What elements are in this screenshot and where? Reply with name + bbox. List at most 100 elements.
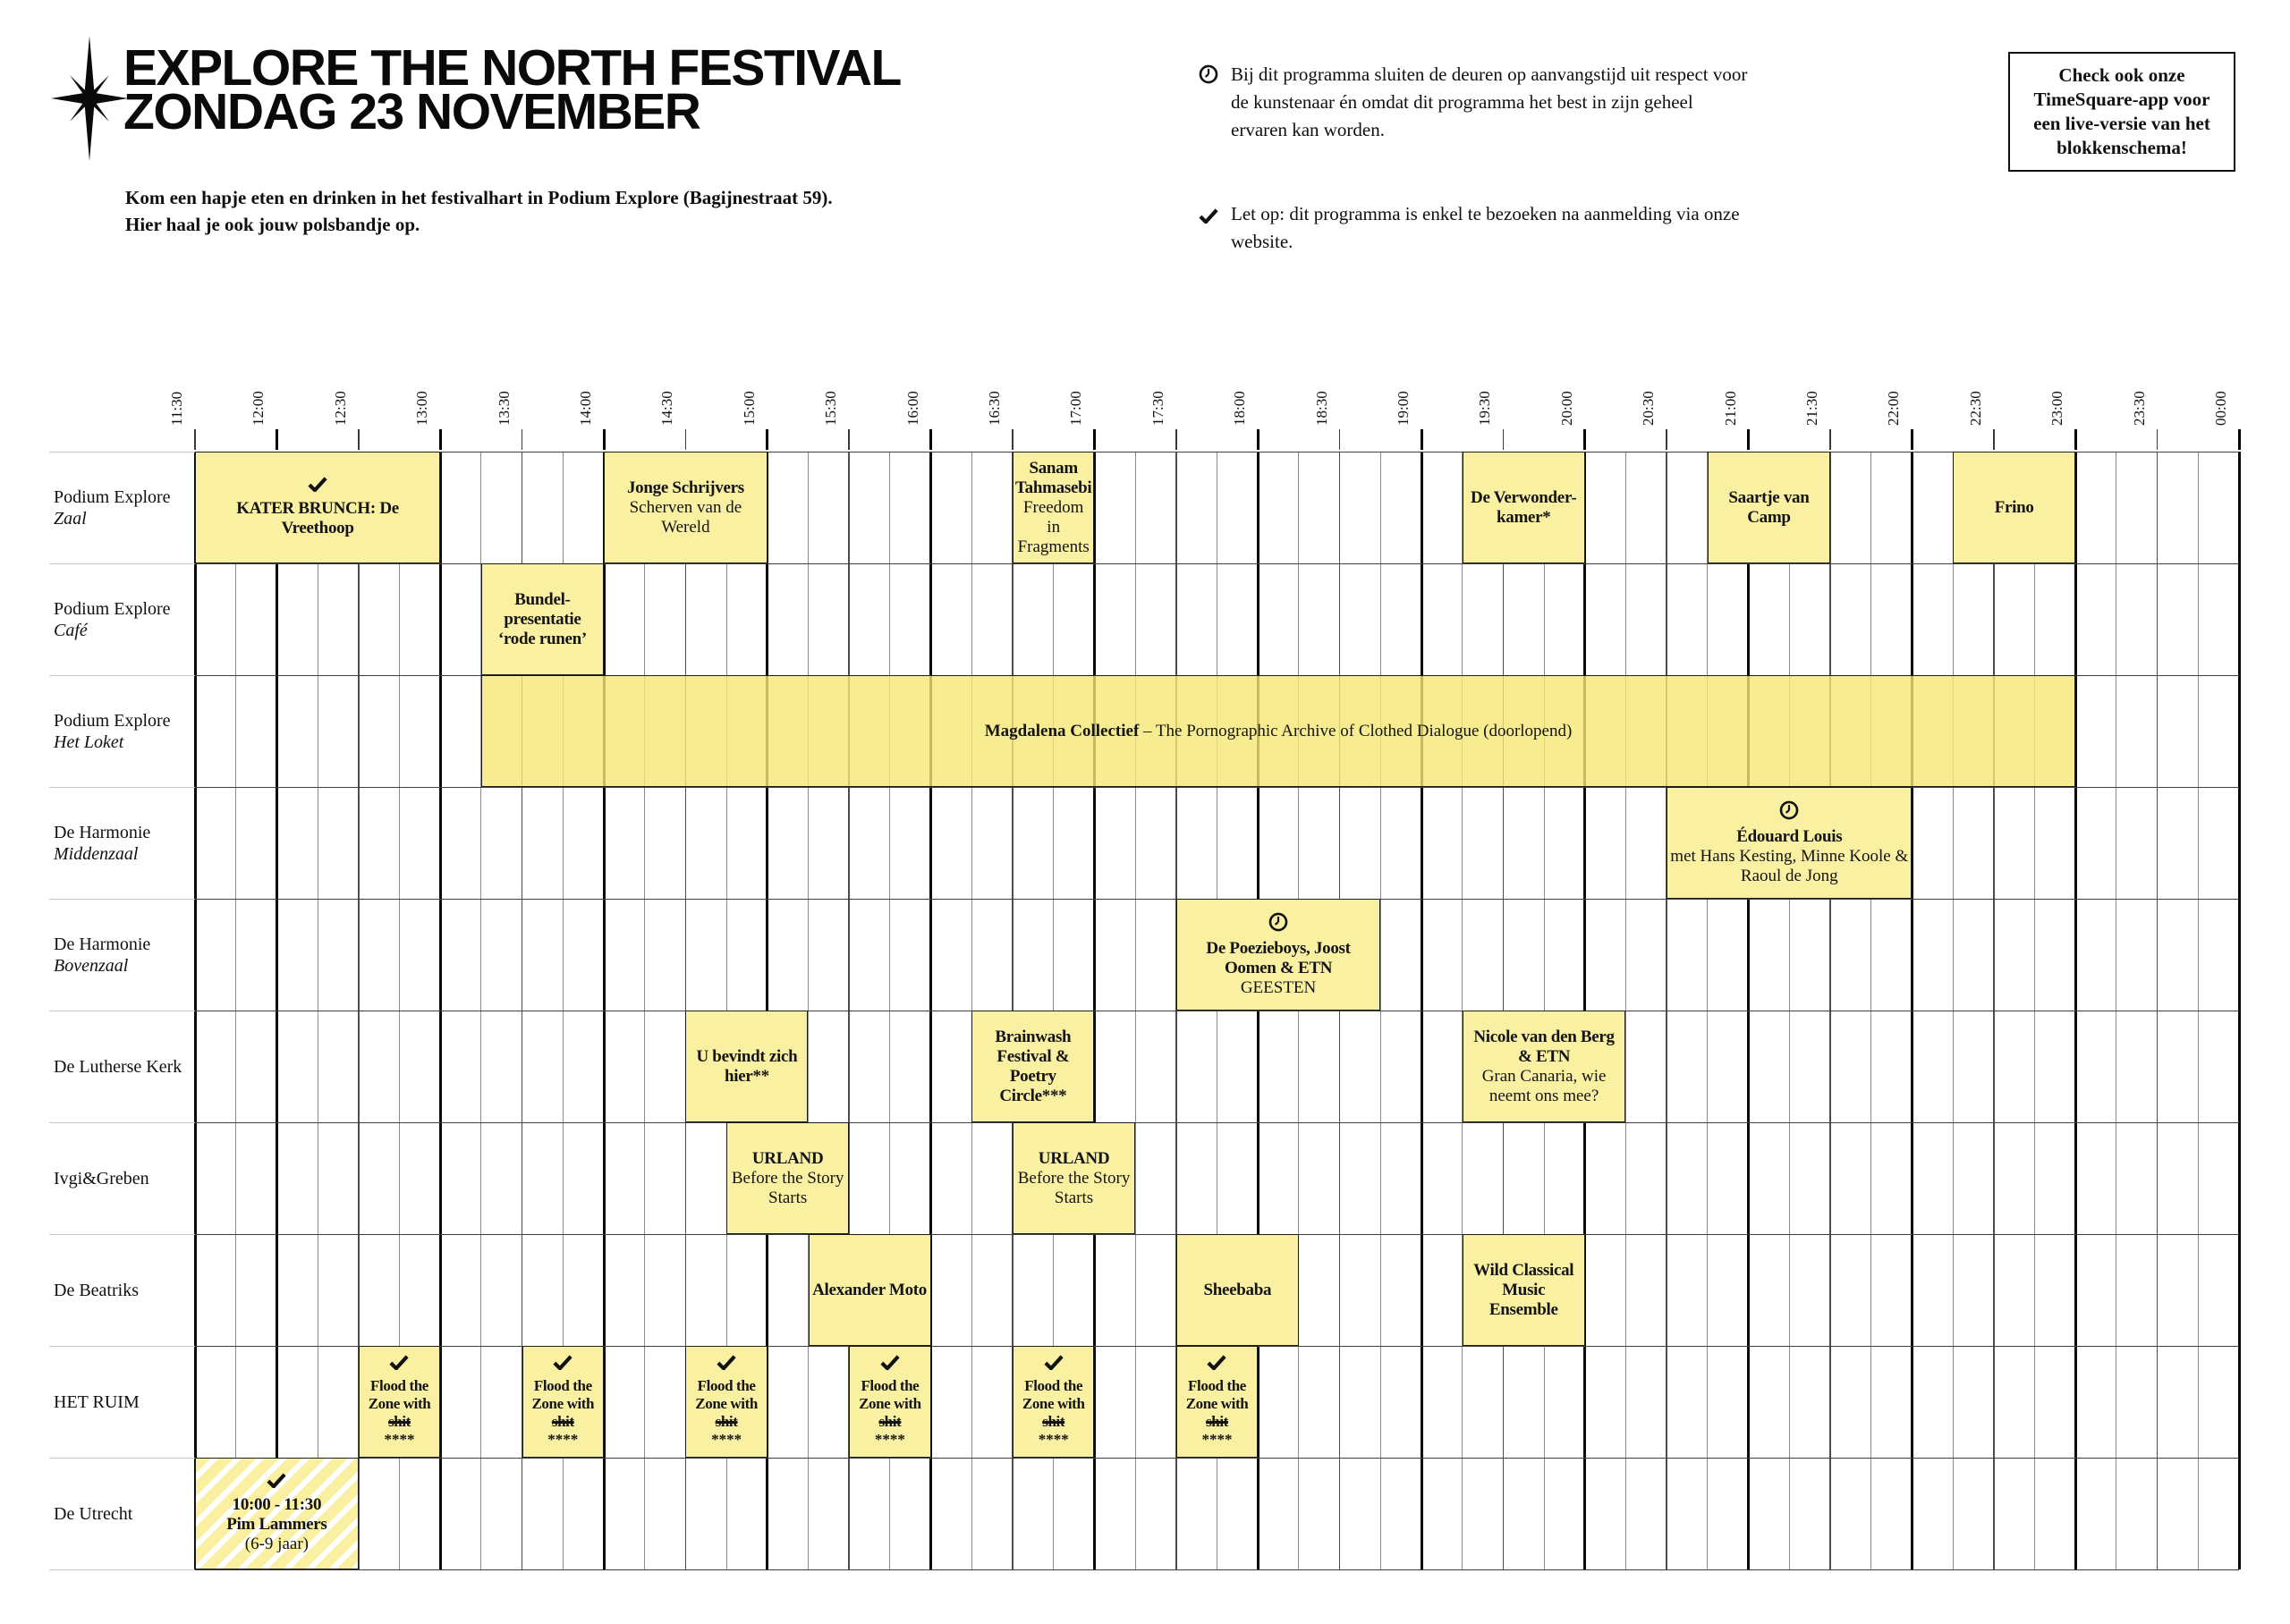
row-separator bbox=[195, 563, 2239, 565]
time-tick bbox=[194, 429, 196, 450]
event-subtitle: – The Pornographic Archive of Clothed Di… bbox=[1139, 721, 1573, 740]
clock-icon bbox=[1779, 800, 1799, 825]
event-block[interactable]: Brainwash Festival & Poetry Circle*** bbox=[971, 1011, 1095, 1122]
venue-label: De Beatriks bbox=[54, 1234, 190, 1346]
time-tick bbox=[1993, 429, 1995, 450]
venue-room: Café bbox=[54, 620, 88, 640]
check-icon bbox=[308, 477, 327, 496]
event-block[interactable]: Flood the Zone with shit**** bbox=[685, 1346, 768, 1458]
event-title: Bundel-presentatie ‘rode runen’ bbox=[485, 590, 600, 649]
time-label: 21:00 bbox=[1721, 391, 1739, 426]
time-tick bbox=[1747, 429, 1751, 450]
note-registration: Let op: dit programma is enkel te bezoek… bbox=[1199, 200, 1753, 256]
time-label: 23:00 bbox=[2048, 391, 2066, 426]
event-subtitle: (6-9 jaar) bbox=[244, 1535, 309, 1553]
time-label: 19:30 bbox=[1476, 391, 1494, 426]
event-block[interactable]: De Verwonder-kamer* bbox=[1462, 452, 1585, 563]
event-block[interactable]: Flood the Zone with shit**** bbox=[849, 1346, 931, 1458]
page-title-line1: Explore the North Festival bbox=[123, 39, 902, 97]
event-block[interactable]: Sheebaba bbox=[1175, 1234, 1299, 1346]
grid-line-vertical bbox=[2237, 452, 2241, 1569]
event-subtitle: **** bbox=[547, 1431, 579, 1448]
event-subtitle: Before the Story Starts bbox=[731, 1168, 844, 1207]
time-tick bbox=[1420, 429, 1423, 450]
event-title-text: Flood the Zone with bbox=[1022, 1377, 1085, 1412]
time-label: 18:00 bbox=[1231, 391, 1249, 426]
event-block[interactable]: Wild Classical Music Ensemble bbox=[1462, 1234, 1585, 1346]
event-title: URLAND bbox=[752, 1149, 824, 1169]
event-title: De Poezieboys, Joost Oomen & ETN bbox=[1180, 939, 1378, 978]
time-tick bbox=[1910, 429, 1913, 450]
time-tick bbox=[1666, 429, 1667, 450]
time-tick bbox=[1092, 429, 1096, 450]
time-label: 12:00 bbox=[250, 391, 267, 426]
row-separator-label-area bbox=[49, 1569, 195, 1570]
event-block[interactable]: Flood the Zone with shit**** bbox=[1175, 1346, 1259, 1458]
time-tick bbox=[848, 429, 850, 450]
checkmark-icon bbox=[717, 1355, 736, 1372]
row-separator-label-area bbox=[49, 1234, 195, 1235]
time-tick bbox=[358, 429, 360, 450]
time-tick bbox=[275, 429, 278, 450]
event-title: Sheebaba bbox=[1203, 1281, 1271, 1300]
row-separator-label-area bbox=[49, 787, 195, 788]
event-title: De Verwonder-kamer* bbox=[1466, 488, 1582, 528]
event-title: Flood the Zone with shit bbox=[689, 1377, 763, 1431]
event-block[interactable]: Flood the Zone with shit**** bbox=[358, 1346, 441, 1458]
event-subtitle: GEESTEN bbox=[1240, 977, 1317, 997]
time-label: 22:30 bbox=[1966, 391, 1984, 426]
event-title-text: De Poezieboys, Joost Oomen & ETN bbox=[1206, 938, 1351, 977]
event-subtitle: Gran Canaria, wie neemt ons mee? bbox=[1481, 1066, 1607, 1105]
event-title: Brainwash Festival & Poetry Circle*** bbox=[975, 1028, 1090, 1106]
event-title: Nicole van den Berg & ETN bbox=[1466, 1028, 1623, 1067]
event-subtitle: **** bbox=[1201, 1431, 1233, 1448]
event-block[interactable]: Flood the Zone with shit**** bbox=[1013, 1346, 1095, 1458]
time-label: 18:30 bbox=[1312, 391, 1330, 426]
event-block[interactable]: Saartje van Camp bbox=[1707, 452, 1830, 563]
time-label: 14:30 bbox=[658, 391, 676, 426]
time-tick bbox=[1502, 429, 1505, 450]
event-block[interactable]: Magdalena Collectief – The Pornographic … bbox=[480, 675, 2076, 787]
event-title-text: Sanam Tahmasebi bbox=[1015, 458, 1092, 497]
check-icon bbox=[880, 1355, 900, 1374]
event-block[interactable]: Frino bbox=[1953, 452, 2076, 563]
page-title-line2: Zondag 23 november bbox=[123, 83, 701, 140]
time-label: 15:00 bbox=[740, 391, 758, 426]
check-icon bbox=[1207, 1355, 1227, 1374]
venue-room: Middenzaal bbox=[54, 843, 139, 864]
event-subtitle: Before the Story Starts bbox=[1017, 1168, 1131, 1207]
row-separator-label-area bbox=[49, 563, 195, 564]
event-block[interactable]: KATER BRUNCH: De Vreethoop bbox=[195, 452, 441, 563]
time-tick bbox=[684, 429, 687, 450]
clock-icon bbox=[1268, 912, 1288, 931]
clock-icon bbox=[1779, 800, 1799, 819]
time-tick bbox=[1175, 429, 1177, 450]
event-title-text: Édouard Louis bbox=[1736, 826, 1843, 846]
time-label: 19:00 bbox=[1395, 391, 1412, 426]
event-block[interactable]: Flood the Zone with shit**** bbox=[522, 1346, 604, 1458]
venue-name: Podium Explore bbox=[54, 710, 171, 731]
time-tick bbox=[2237, 429, 2241, 450]
event-title-text: De Verwonder-kamer* bbox=[1471, 487, 1577, 527]
event-block[interactable]: Alexander Moto bbox=[808, 1234, 931, 1346]
event-block[interactable]: U bevindt zich hier** bbox=[685, 1011, 809, 1122]
row-separator-label-area bbox=[49, 1346, 195, 1347]
checkmark-icon bbox=[880, 1355, 900, 1372]
time-tick bbox=[1012, 429, 1014, 450]
venue-name: De Utrecht bbox=[54, 1503, 133, 1524]
event-block[interactable]: Bundel-presentatie ‘rode runen’ bbox=[480, 563, 604, 675]
event-title-strikethrough: shit bbox=[388, 1413, 411, 1430]
sparkle-star-icon bbox=[51, 36, 128, 161]
